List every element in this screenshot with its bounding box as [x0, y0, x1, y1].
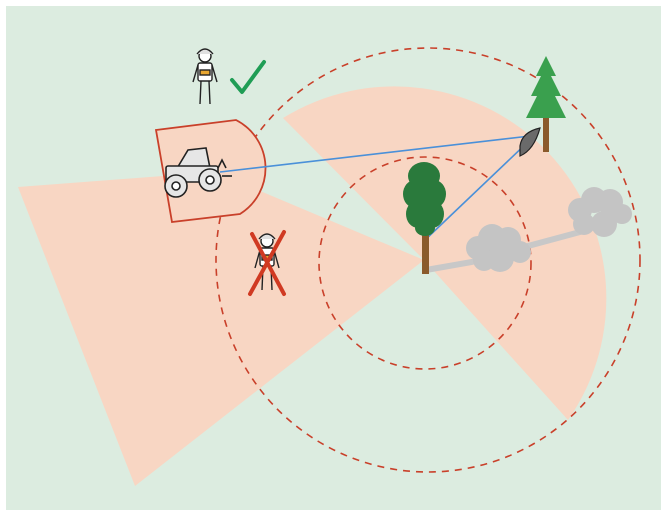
conifer-tree-icon — [526, 56, 566, 152]
cross-mark-icon — [248, 230, 286, 296]
dust-cloud-icon — [466, 224, 531, 272]
winch-cable-to-anchor — [424, 139, 531, 241]
tractor-icon — [164, 147, 232, 198]
inner-danger-boundary — [318, 156, 532, 370]
winch-cable-to-log — [219, 135, 531, 173]
check-mark-icon — [230, 60, 266, 94]
danger-zone-outer-ring — [283, 86, 607, 420]
deciduous-tree-icon — [403, 162, 446, 274]
dust-cloud-icon — [568, 187, 632, 237]
log-end-icon — [519, 127, 541, 157]
outer-danger-boundary — [215, 47, 641, 473]
forest-worker-icon — [192, 48, 218, 105]
danger-zone-winch-sector — [18, 172, 424, 486]
